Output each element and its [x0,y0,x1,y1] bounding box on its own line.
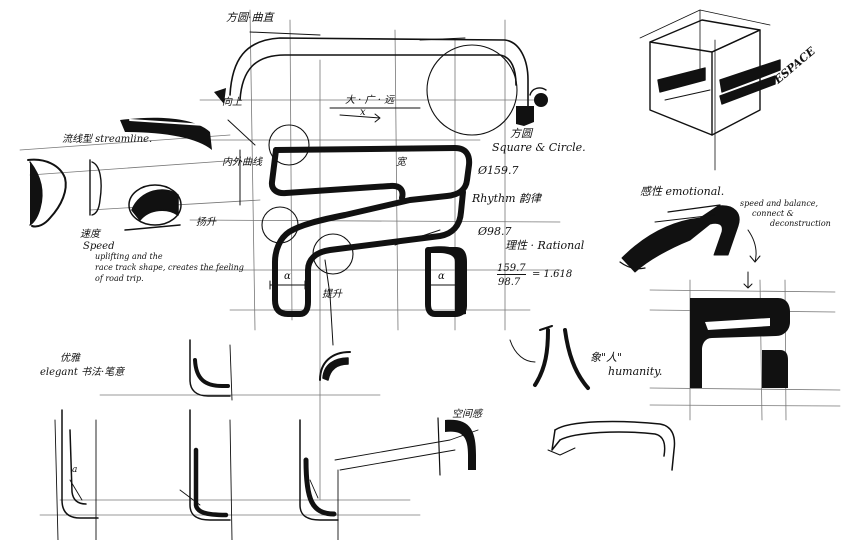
label-dim-alpha-left: α [284,271,291,282]
label-speed-cn: 速度 [80,229,100,240]
isometric-box-sketch [639,9,781,171]
label-lift: 提升 [322,289,342,300]
wheel-swoosh-sketch [124,184,182,231]
label-square-circle-en: Square & Circle. [492,141,586,154]
label-space-feel: 空间感 [452,409,482,420]
right-leg-fill [430,246,466,316]
label-dim-x: x [360,107,366,118]
label-dim-a: a [72,465,78,475]
label-emotional: 感性 emotional. [640,185,725,198]
upper-swoosh-sketch [120,117,212,150]
label-humanity-cn: 象"人" [590,351,623,364]
label-square-circle-cn: 方圆 [510,127,532,140]
label-diameter-987: Ø98.7 [478,225,512,238]
bottom-connector-lines [334,429,479,471]
label-uplifting-line2: race track shape, creates the feeling [95,263,244,272]
label-inner-curve: 内外曲线 [222,157,262,168]
humanity-glyph [509,325,590,390]
main-logo-outline [268,145,473,317]
label-humanity-en: humanity. [608,365,663,378]
label-ratio-denominator: 98.7 [498,277,521,288]
bottom-stroke-sketches [54,339,351,540]
label-rhythm: Rhythm 韵律 [472,192,542,205]
top-arch-sketch [229,31,529,121]
label-golden-ratio: = 1.618 [532,269,573,280]
label-speed-balance: speed and balance, [740,199,819,208]
label-elegant-en: elegant 书法·笔意 [40,367,125,378]
emotional-swoosh-sketch [619,204,761,289]
left-shoulder-sketch [27,158,102,228]
label-elegant-cn: 优雅 [60,353,80,364]
label-deconstruction: deconstruction [770,219,831,228]
label-uplifting-line1: uplifting and the [95,252,163,261]
small-glyph-sketches [214,87,548,126]
label-dim-alpha-right: α [438,271,445,282]
label-streamline-en: streamline. [95,134,153,145]
label-mid-mark: 宽 [396,157,406,168]
label-top-dims: 大 · 广 · 远 [345,95,395,106]
dimension-marks [227,107,459,346]
corner-stroke-sketch [437,417,476,476]
label-upright: 向上 [222,97,242,108]
title-square-circle-curve: 方圆·曲直 [226,11,274,24]
label-ratio-numerator: 159.7 [497,263,526,275]
label-streamline-cn: 流线型 [62,134,92,145]
label-speed-en: Speed [83,241,115,252]
racetrack-loop-sketch [547,420,676,471]
grid-logo-fill [690,298,790,388]
label-rise: 扬升 [196,217,216,228]
label-diameter-1597: Ø159.7 [478,164,519,177]
label-uplifting-line3: of road trip. [95,274,144,283]
label-rational: 理性 · Rational [505,239,585,252]
label-connect: connect & [752,209,794,218]
